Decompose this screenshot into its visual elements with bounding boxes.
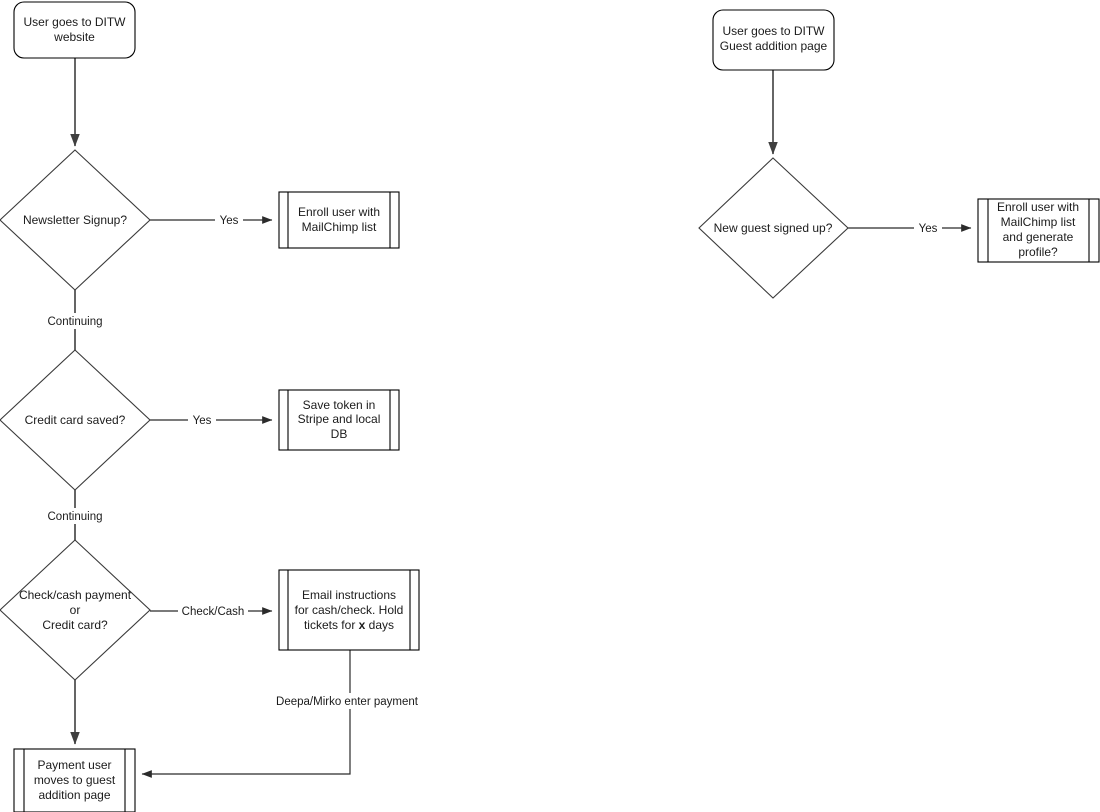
- node-label-line-3: and generate: [1003, 230, 1074, 244]
- predefined-process-shape: [278, 569, 420, 651]
- node-credit-card-saved-decision[interactable]: Credit card saved?: [0, 349, 151, 491]
- node-label-line-3-post: days: [365, 618, 394, 632]
- diamond-shape: [698, 157, 849, 299]
- predefined-process-shape: [977, 198, 1100, 263]
- edge-label-newsletter-yes: Yes: [215, 212, 243, 228]
- node-enroll-user-mailchimp-generate-profile[interactable]: Enroll user with MailChimp list and gene…: [977, 198, 1100, 263]
- predefined-process-shape: [13, 748, 136, 812]
- edge-label-newsletter-continuing: Continuing: [44, 313, 106, 329]
- node-label-line-3: Credit card?: [42, 618, 108, 632]
- edge-label-text: Deepa/Mirko enter payment: [276, 696, 419, 708]
- node-label-line-1: Email instructions: [302, 588, 396, 602]
- rounded-rect-shape: [712, 9, 835, 71]
- node-save-token-stripe[interactable]: Save token in Stripe and local DB: [278, 389, 400, 451]
- node-label-line-1: User goes to DITW: [722, 24, 825, 38]
- node-user-goes-to-guest-addition-page[interactable]: User goes to DITW Guest addition page: [712, 9, 835, 71]
- node-label-line-3-pre: tickets for: [304, 618, 359, 632]
- node-label-line-2: website: [53, 30, 95, 44]
- predefined-process-shape: [278, 191, 400, 249]
- node-label-line-3: addition page: [38, 788, 110, 802]
- node-label-line-2: MailChimp list: [302, 220, 377, 234]
- node-label-line-1: Enroll user with: [997, 200, 1079, 214]
- node-label-line-3-bold: x: [359, 618, 366, 632]
- node-label-line-1: User goes to DITW: [23, 15, 126, 29]
- node-label-line-1: Credit card saved?: [25, 413, 126, 427]
- edge-label-text: Check/Cash: [182, 606, 245, 618]
- node-label-line-1: Enroll user with: [298, 205, 380, 219]
- edge-label-text: Yes: [919, 223, 938, 235]
- diamond-shape: [0, 149, 151, 291]
- predefined-process-shape: [278, 389, 400, 451]
- node-new-guest-signed-up-decision[interactable]: New guest signed up?: [698, 157, 849, 299]
- edge-label-text: Yes: [220, 215, 239, 227]
- node-payment-user-moves-to-guest-addition[interactable]: Payment user moves to guest addition pag…: [13, 748, 136, 812]
- node-label-line-1: Newsletter Signup?: [23, 213, 127, 227]
- node-label-line-2: for cash/check. Hold: [295, 603, 404, 617]
- node-label-line-2: Stripe and local: [298, 412, 381, 426]
- node-label-line-2: Guest addition page: [720, 39, 828, 53]
- rounded-rect-shape: [13, 1, 136, 59]
- node-newsletter-signup-decision[interactable]: Newsletter Signup?: [0, 149, 151, 291]
- edge-label-creditcard-continuing: Continuing: [44, 508, 106, 524]
- edge-label-creditcard-yes: Yes: [188, 412, 216, 428]
- node-label-line-2: MailChimp list: [1001, 215, 1076, 229]
- edge-label-new-guest-yes: Yes: [914, 220, 942, 236]
- node-label-line-1: Check/cash payment: [19, 588, 132, 602]
- edge-label-text: Continuing: [48, 511, 103, 523]
- node-label-line-3: tickets for x days: [304, 618, 394, 632]
- diamond-shape: [0, 539, 151, 681]
- edge-label-text: Continuing: [48, 316, 103, 328]
- node-label-line-2: moves to guest: [34, 773, 116, 787]
- node-label-line-1: Payment user: [37, 758, 111, 772]
- edge-label-text: Yes: [193, 415, 212, 427]
- diamond-shape: [0, 349, 151, 491]
- node-label-line-2: or: [70, 603, 81, 617]
- node-user-goes-to-ditw-website[interactable]: User goes to DITW website: [13, 1, 136, 59]
- edge-label-deepa-mirko: Deepa/Mirko enter payment: [269, 693, 426, 709]
- node-label-line-4: profile?: [1018, 245, 1058, 259]
- node-label-line-1: New guest signed up?: [714, 221, 833, 235]
- edge-label-check-cash: Check/Cash: [178, 603, 248, 619]
- node-enroll-user-mailchimp[interactable]: Enroll user with MailChimp list: [278, 191, 400, 249]
- node-check-cash-or-credit-decision[interactable]: Check/cash payment or Credit card?: [0, 539, 151, 681]
- node-label-line-3: DB: [331, 427, 348, 441]
- connector-email-to-payment: [141, 650, 351, 778]
- node-email-instructions-cash-check[interactable]: Email instructions for cash/check. Hold …: [278, 569, 420, 651]
- node-label-line-1: Save token in: [303, 398, 376, 412]
